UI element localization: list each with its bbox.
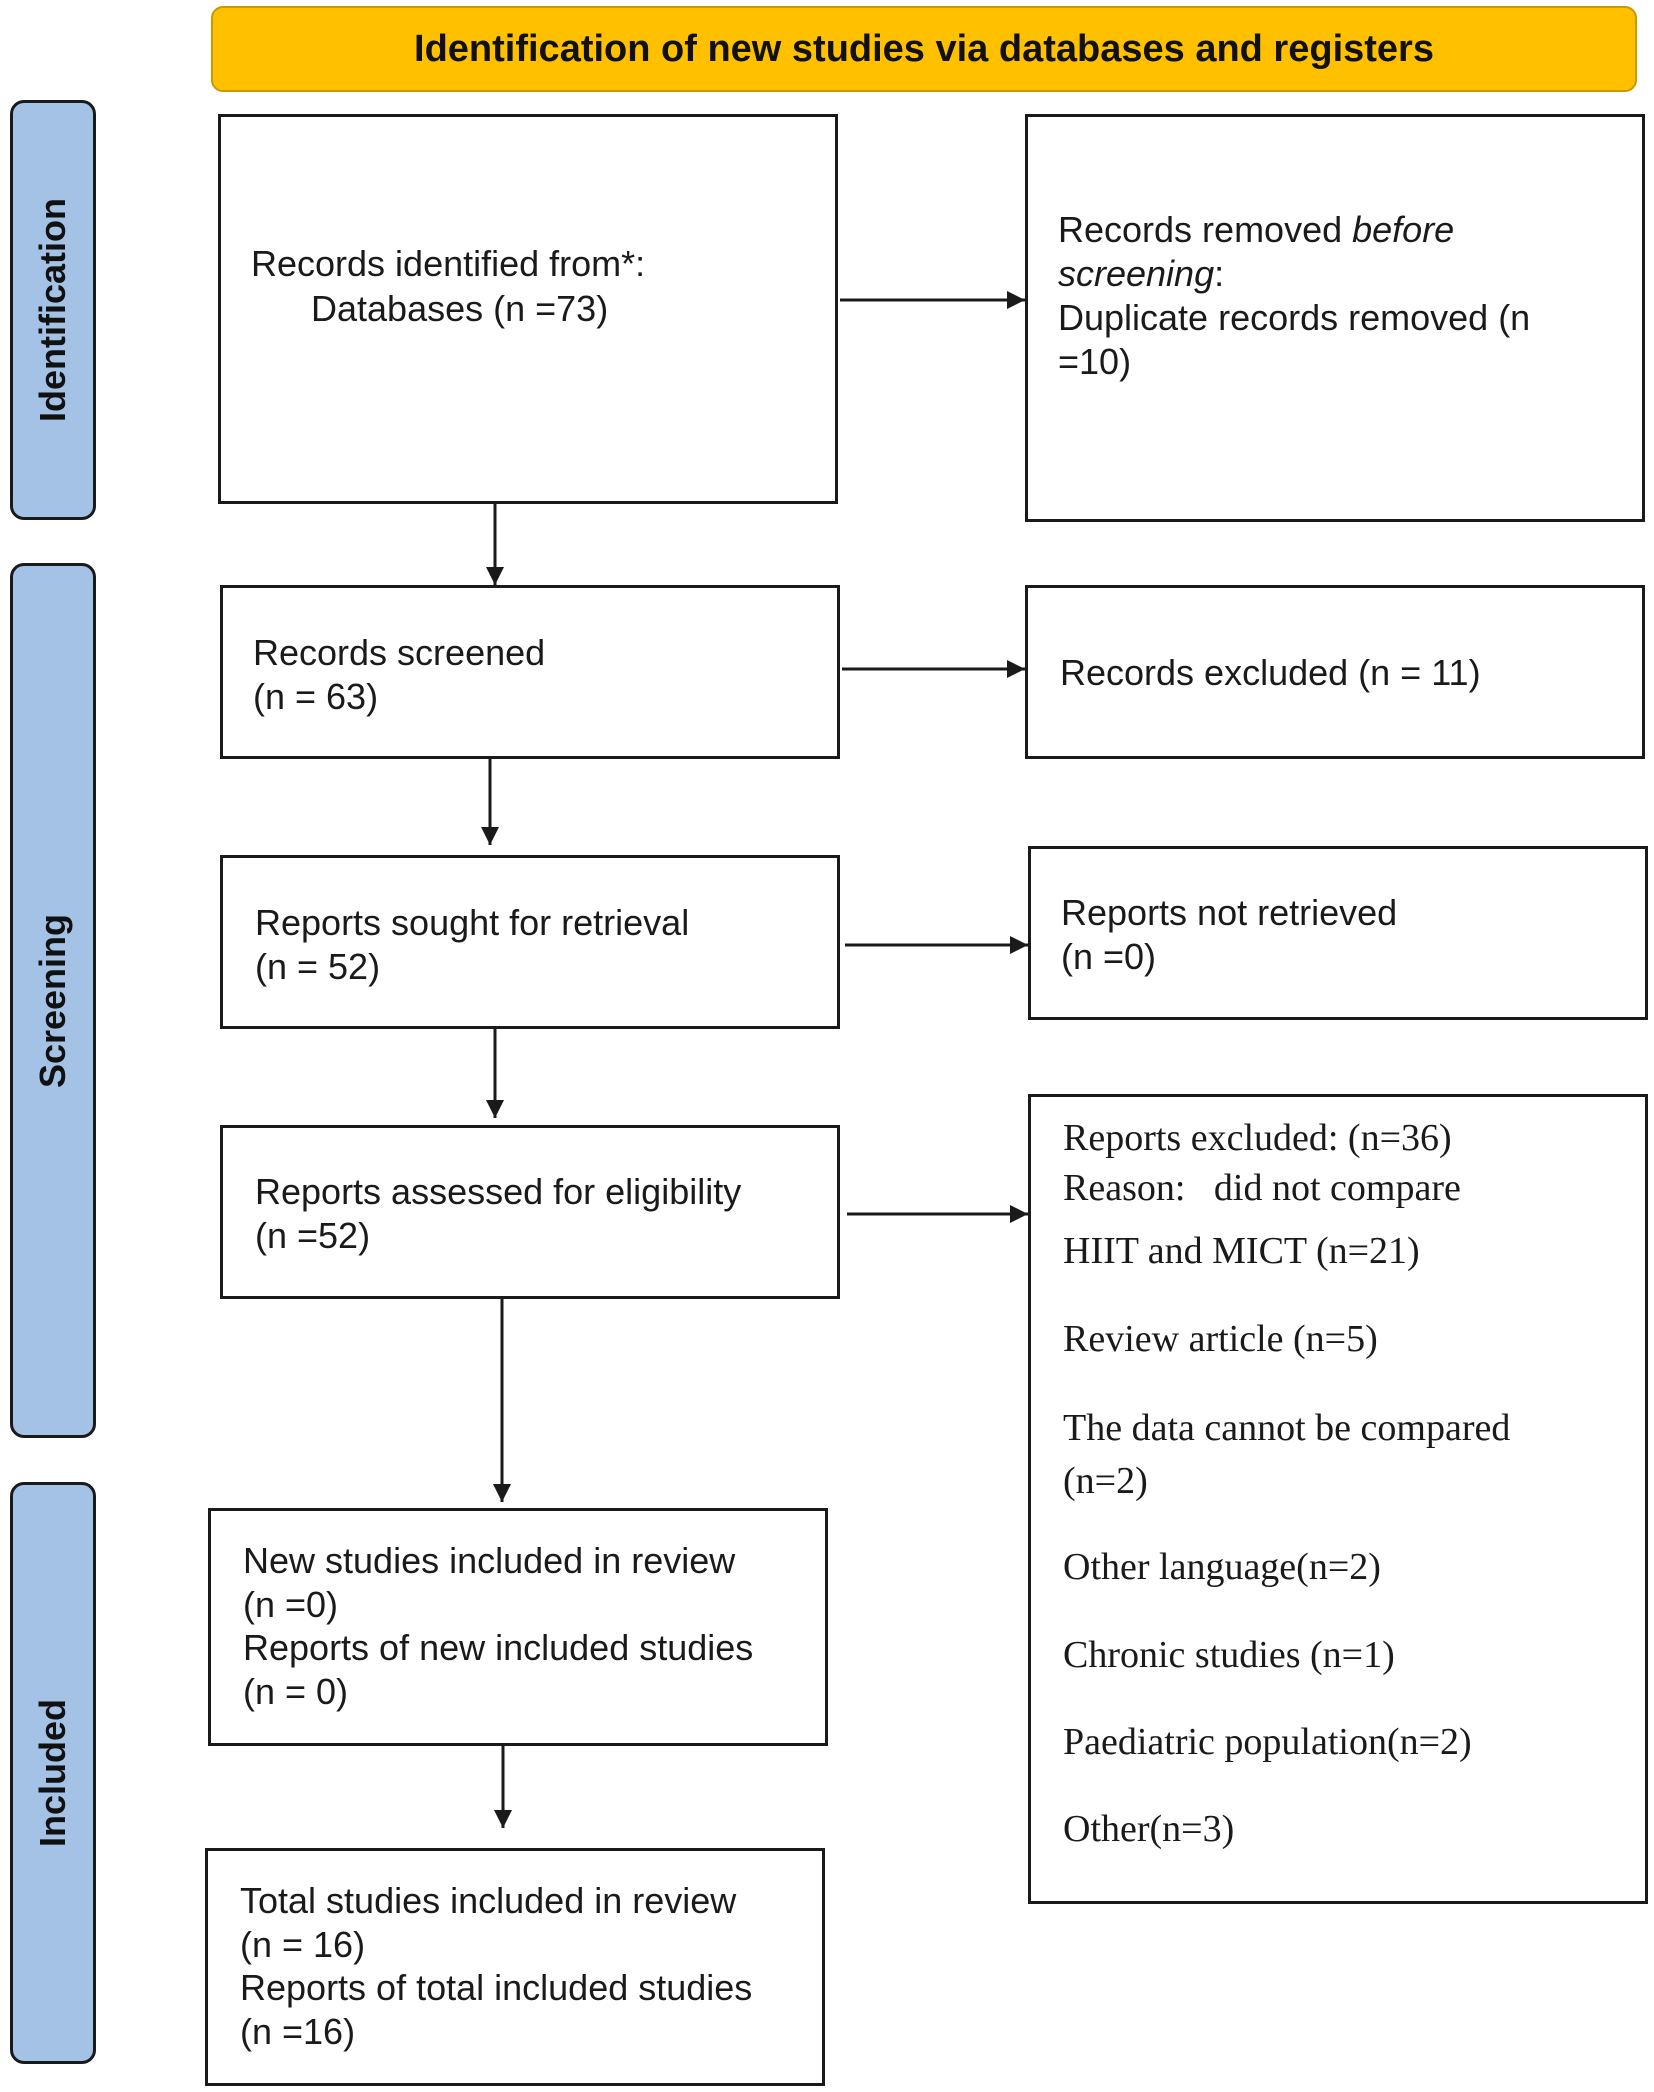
records-removed-line1: Records removed before	[1058, 209, 1455, 250]
reports-not-retrieved-box: Reports not retrieved (n =0)	[1028, 846, 1648, 1020]
reason-data-not-comparable-count: (n=2)	[1063, 1460, 1148, 1502]
new-studies-included-box: New studies included in review (n =0) Re…	[208, 1508, 828, 1746]
reason-data-not-comparable: The data cannot be compared	[1063, 1407, 1511, 1449]
reports-assessed-box: Reports assessed for eligibility (n =52)	[220, 1125, 840, 1299]
reports-assessed-label: Reports assessed for eligibility	[255, 1171, 742, 1212]
reason-other: Other(n=3)	[1063, 1808, 1235, 1850]
total-studies-label: Total studies included in review	[240, 1880, 737, 1921]
total-reports-count: (n =16)	[240, 2011, 356, 2052]
records-excluded-box: Records excluded (n = 11)	[1025, 585, 1645, 759]
records-identified-box: Records identified from*: Databases (n =…	[218, 114, 838, 504]
reports-excluded-total: Reports excluded: (n=36)	[1063, 1117, 1452, 1159]
reports-sought-label: Reports sought for retrieval	[255, 902, 690, 943]
new-reports-count: (n = 0)	[243, 1671, 349, 1712]
reports-not-retrieved-label: Reports not retrieved	[1061, 892, 1398, 933]
new-studies-count: (n =0)	[243, 1584, 339, 1625]
reports-sought-count: (n = 52)	[255, 946, 381, 987]
reports-assessed-count: (n =52)	[255, 1215, 371, 1256]
reason-hiit-mict: HIIT and MICT (n=21)	[1063, 1230, 1420, 1272]
records-removed-line2: screening:	[1058, 253, 1225, 294]
reason-chronic-studies: Chronic studies (n=1)	[1063, 1634, 1395, 1676]
phase-identification: Identification	[10, 100, 96, 520]
header-band: Identification of new studies via databa…	[211, 6, 1637, 92]
new-studies-label: New studies included in review	[243, 1540, 736, 1581]
reports-excluded-box: Reports excluded: (n=36) Reason: did not…	[1028, 1094, 1648, 1904]
reports-not-retrieved-count: (n =0)	[1061, 936, 1157, 977]
records-excluded-label: Records excluded (n = 11)	[1060, 652, 1481, 693]
phase-screening: Screening	[10, 563, 96, 1438]
header-title: Identification of new studies via databa…	[414, 27, 1434, 70]
new-reports-label: Reports of new included studies	[243, 1627, 754, 1668]
records-removed-box: Records removed before screening: Duplic…	[1025, 114, 1645, 522]
records-identified-count: Databases (n =73)	[311, 288, 609, 329]
total-reports-label: Reports of total included studies	[240, 1967, 753, 2008]
total-studies-included-box: Total studies included in review (n = 16…	[205, 1848, 825, 2086]
reports-excluded-reason-label: Reason: did not compare	[1063, 1167, 1461, 1209]
records-screened-label: Records screened	[253, 632, 546, 673]
total-studies-count: (n = 16)	[240, 1924, 366, 1965]
duplicate-records-count: =10)	[1058, 341, 1132, 382]
records-identified-line1: Records identified from*:	[251, 243, 646, 284]
duplicate-records-line: Duplicate records removed (n	[1058, 297, 1531, 338]
reason-other-language: Other language(n=2)	[1063, 1546, 1381, 1588]
records-screened-box: Records screened (n = 63)	[220, 585, 840, 759]
phase-included: Included	[10, 1482, 96, 2064]
records-screened-count: (n = 63)	[253, 676, 379, 717]
reason-review-article: Review article (n=5)	[1063, 1318, 1378, 1360]
reports-sought-box: Reports sought for retrieval (n = 52)	[220, 855, 840, 1029]
reason-paediatric-population: Paediatric population(n=2)	[1063, 1721, 1472, 1763]
